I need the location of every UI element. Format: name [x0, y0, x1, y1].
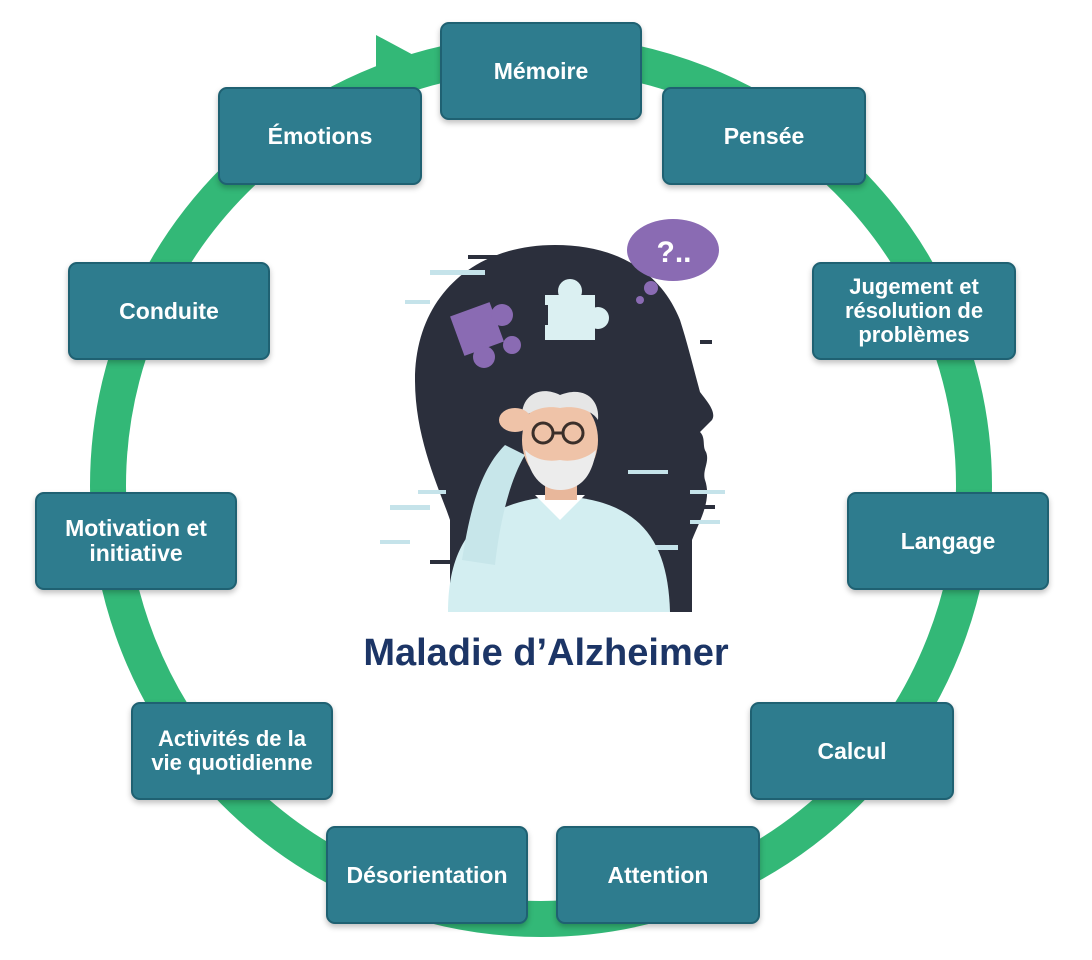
- man-collar: [535, 495, 585, 520]
- node-activites-label: Activités de la vie quotidienne: [151, 726, 313, 775]
- man-hand: [499, 408, 531, 432]
- man-hair: [521, 391, 599, 420]
- man-arm: [462, 445, 525, 565]
- node-calcul: Calcul: [750, 702, 954, 800]
- node-emotions-label: Émotions: [267, 122, 373, 149]
- glitch-lines-dark: [430, 255, 715, 564]
- thought-bubble: ?..: [627, 219, 719, 304]
- node-memoire-label: Mémoire: [493, 57, 589, 84]
- node-attention: Attention: [556, 826, 760, 924]
- node-pensee: Pensée: [662, 87, 866, 185]
- node-memoire: Mémoire: [440, 22, 642, 120]
- node-desorientation-label: Désorientation: [346, 861, 508, 888]
- node-motivation-label: Motivation et initiative: [65, 515, 207, 566]
- node-jugement-label: Jugement et résolution de problèmes: [844, 274, 984, 347]
- node-pensee-label: Pensée: [723, 122, 805, 149]
- node-conduite-label: Conduite: [119, 297, 219, 324]
- node-desorientation: Désorientation: [326, 826, 528, 924]
- puzzle-piece-light-icon: [540, 279, 609, 340]
- man-beard: [525, 450, 596, 490]
- node-langage-label: Langage: [900, 527, 996, 554]
- puzzle-piece-purple-icon: [450, 302, 521, 368]
- node-attention-label: Attention: [607, 861, 709, 888]
- node-langage: Langage: [847, 492, 1049, 590]
- node-motivation: Motivation et initiative: [35, 492, 237, 590]
- node-activites: Activités de la vie quotidienne: [131, 702, 333, 800]
- man-shirt: [448, 496, 670, 612]
- diagram-title: Maladie d’Alzheimer: [363, 632, 729, 674]
- node-emotions: Émotions: [218, 87, 422, 185]
- node-calcul-label: Calcul: [817, 737, 887, 764]
- node-conduite: Conduite: [68, 262, 270, 360]
- node-jugement: Jugement et résolution de problèmes: [812, 262, 1016, 360]
- thought-bubble-text: ?..: [657, 236, 692, 269]
- glasses-icon: [531, 421, 585, 445]
